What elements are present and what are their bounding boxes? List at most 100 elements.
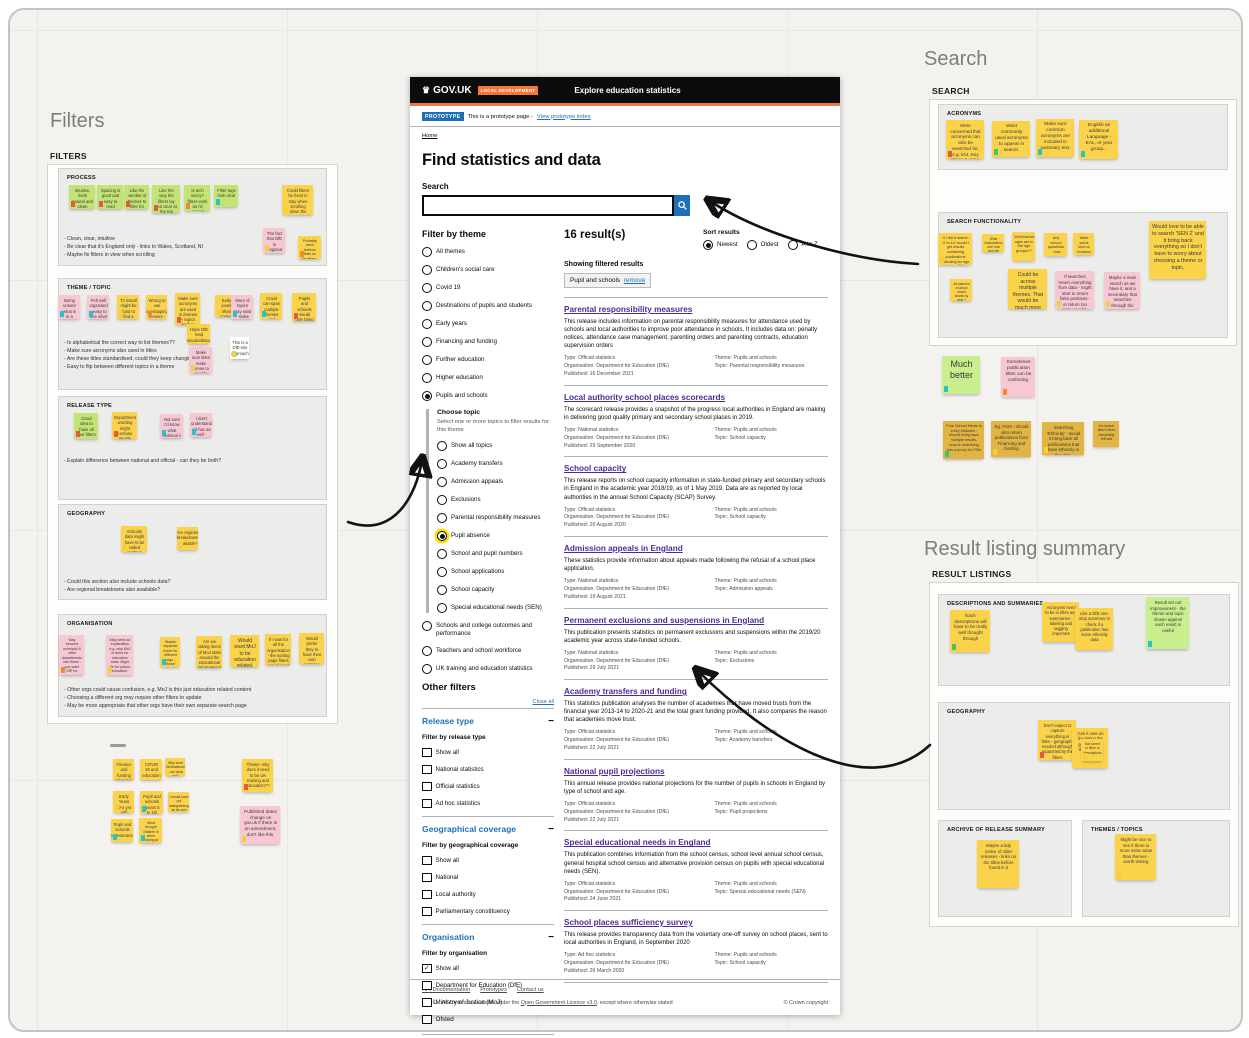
service-name[interactable]: Explore education statistics <box>574 85 681 95</box>
radio-icon[interactable] <box>422 247 432 257</box>
filter-section-header[interactable]: Organisation− <box>422 932 554 943</box>
checkbox-option[interactable]: Official statistics <box>422 781 554 792</box>
sticky-note[interactable]: Much better <box>942 356 980 394</box>
radio-icon[interactable] <box>437 603 447 614</box>
result-title-link[interactable]: Admission appeals in England <box>564 544 683 554</box>
radio-option[interactable]: Covid 19 <box>422 283 554 293</box>
sticky-note[interactable]: Filter tags look clear <box>214 185 238 207</box>
sticky-note[interactable]: If a search didn't return everything fel… <box>1093 421 1119 447</box>
radio-option[interactable]: Higher education <box>422 373 554 383</box>
radio-icon[interactable] <box>422 663 432 674</box>
checkbox-icon[interactable] <box>422 889 432 900</box>
sticky-note[interactable]: COVID 19 and education <box>140 759 162 780</box>
radio-icon[interactable] <box>437 531 447 542</box>
radio-option[interactable]: Financing and funding <box>422 337 554 347</box>
checkbox-icon[interactable] <box>422 764 432 775</box>
sticky-note[interactable]: Like a DfE one-stop summary to check if … <box>1075 608 1113 650</box>
radio-icon[interactable] <box>422 319 432 329</box>
checkbox-icon[interactable] <box>422 1014 432 1025</box>
footer-link[interactable]: API Documentation <box>422 987 471 993</box>
sticky-note[interactable]: Probably won't believe links on the filt… <box>298 236 321 259</box>
checkbox-option[interactable]: Show all <box>422 747 554 758</box>
filter-section-title[interactable]: Geographical coverage <box>422 824 517 835</box>
sticky-note[interactable]: Is tech savvy? filters work as I'd expec… <box>184 185 210 211</box>
checkbox-icon[interactable] <box>422 906 432 917</box>
radio-icon[interactable] <box>787 240 798 250</box>
sticky-note[interactable]: Each descriptions will have to be really… <box>950 610 990 652</box>
checkbox-icon[interactable] <box>422 980 432 991</box>
sticky-note[interactable]: Would want MoJ to be education related. <box>230 635 259 667</box>
sticky-note[interactable]: Make sure acronyms are used in themes + … <box>175 293 200 325</box>
radio-option[interactable]: School applications <box>437 567 554 578</box>
result-title-link[interactable]: School places sufficiency survey <box>564 918 693 928</box>
footer-link[interactable]: Contact us <box>516 987 544 993</box>
sticky-note[interactable]: Pupil and schools assessments <box>111 819 133 842</box>
checkbox-icon[interactable] <box>422 997 432 1008</box>
sticky-note[interactable]: Pupil and schools (years 5 to 16) <box>140 791 163 814</box>
result-title-link[interactable]: Academy transfers and funding <box>564 687 687 697</box>
sticky-note[interactable]: Want commonly used acronyms to appear in… <box>992 121 1030 157</box>
search-button[interactable] <box>674 195 690 216</box>
radio-icon[interactable] <box>422 355 432 365</box>
sticky-note[interactable]: Any school questions - how many under 25… <box>1044 233 1067 256</box>
sticky-note[interactable]: Searching 'Ethnicity' - would it bring b… <box>1042 422 1084 455</box>
checkbox-option[interactable]: Local authority <box>422 889 554 900</box>
sticky-note[interactable]: Good idea to have all four filters <box>74 413 98 439</box>
radio-icon[interactable] <box>437 549 447 560</box>
radio-icon[interactable] <box>437 495 447 506</box>
checkbox-icon[interactable]: ✓ <box>422 963 432 974</box>
sticky-note[interactable]: Not sure I'd know what national v offici… <box>160 414 183 438</box>
sticky-note[interactable]: Felt well organised - easy to see what I… <box>87 295 109 319</box>
checkbox-option[interactable]: Ministry of Justice (MoJ) <box>422 997 554 1008</box>
radio-option[interactable]: Early years <box>422 319 554 329</box>
sticky-note[interactable]: Schools data might have to be called 'se… <box>121 526 147 552</box>
frame-themes-topics[interactable]: THEMES / TOPICS <box>1082 820 1230 917</box>
radio-icon[interactable] <box>422 337 432 347</box>
result-title-link[interactable]: National pupil projections <box>564 766 665 776</box>
radio-icon[interactable] <box>422 391 432 401</box>
collapse-icon[interactable]: − <box>548 931 554 943</box>
sticky-note[interactable]: If I did a search 'X to 14' would I get … <box>938 233 972 265</box>
sticky-note[interactable]: To install might be hard to find a diffe… <box>117 295 139 319</box>
close-all-link[interactable]: Close all <box>532 698 554 705</box>
sticky-note[interactable]: Make sure common acronyms are included i… <box>1036 119 1074 157</box>
radio-option[interactable]: All themes <box>422 247 554 257</box>
radio-option[interactable]: Pupils and schools <box>422 391 554 401</box>
radio-option[interactable]: Newest <box>703 240 738 250</box>
sticky-note[interactable]: Hope DfE read standardised titles and to… <box>187 324 210 344</box>
checkbox-option[interactable]: ✓Show all <box>422 963 554 974</box>
radio-option[interactable]: Academy transfers <box>437 459 554 470</box>
radio-option[interactable]: Teachers and school workforce <box>422 645 554 656</box>
result-title-link[interactable]: Parental responsibility measures <box>564 305 693 314</box>
sticky-note[interactable]: Which/what ages are in the age groups?? <box>1012 232 1035 261</box>
checkbox-option[interactable]: Department for Education (DfE) <box>422 980 554 991</box>
sticky-note[interactable]: I don't understand ad hoc as well - need… <box>190 413 212 437</box>
radio-option[interactable]: Pupil absence <box>437 531 554 542</box>
sticky-note[interactable]: This is a DfE-site approach <box>230 337 249 359</box>
checkbox-option[interactable]: Ad hoc statistics <box>422 798 554 809</box>
sticky-note[interactable]: Want some kind of boolean search. <box>1073 233 1094 255</box>
radio-option[interactable]: School capacity <box>437 585 554 596</box>
sticky-note[interactable]: Would prefer they to have their own inst… <box>299 633 324 664</box>
sticky-note[interactable]: Maybe a tidy notice of older releases - … <box>977 840 1019 888</box>
radio-option[interactable]: Destinations of pupils and students <box>422 301 554 311</box>
sticky-note[interactable]: Spacing is good and easy to read results… <box>97 185 123 209</box>
filter-section-title[interactable]: Release type <box>422 716 474 727</box>
footer-link[interactable]: Prototypes <box>480 987 507 993</box>
sticky-note[interactable]: Like the number of themes to filter for <box>124 185 149 209</box>
sticky-note[interactable]: Make sure titles make sense to people ou… <box>189 347 212 373</box>
sticky-note[interactable]: Published dates change on gov.uk if ther… <box>240 806 280 844</box>
sticky-note[interactable]: Would love to be able to search 'SEN 2' … <box>1149 221 1206 279</box>
radio-icon[interactable] <box>422 373 432 383</box>
breadcrumb[interactable]: Home <box>422 133 438 139</box>
sticky-note[interactable]: I would have put safeguarding as its own… <box>168 792 189 812</box>
sticky-note[interactable]: Department wording might confuse people … <box>112 412 137 439</box>
sticky-note[interactable]: Don't expect to capture everything in ti… <box>1038 720 1076 760</box>
result-title-link[interactable]: Permanent exclusions and suspensions in … <box>564 615 765 625</box>
checkbox-icon[interactable] <box>422 747 432 758</box>
radio-option[interactable]: Show all topics <box>437 441 554 452</box>
sticky-note[interactable]: What expectations over how long the sear… <box>982 234 1004 252</box>
sticky-note[interactable]: Are regional breakdowns available? <box>177 527 198 550</box>
ogl-licence-link[interactable]: Open Government Licence v3.0 <box>520 999 597 1006</box>
